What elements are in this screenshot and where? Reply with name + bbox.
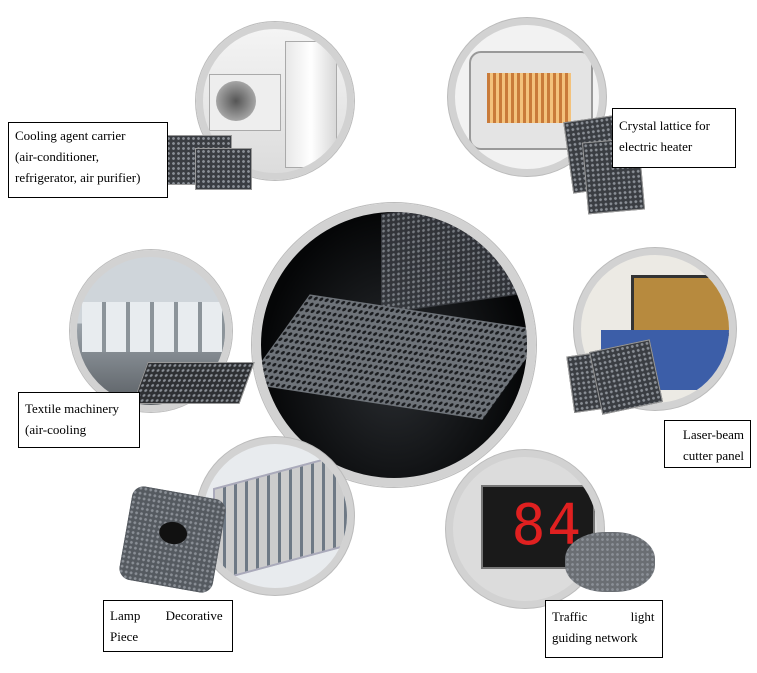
- honeycomb-front-panel: [261, 294, 527, 420]
- label-line: Laser-beam: [682, 427, 744, 442]
- lamp-hole: [157, 519, 189, 547]
- label-line: Crystal lattice for: [619, 118, 710, 133]
- textile-machines: [82, 302, 225, 352]
- outdoor-unit: [209, 74, 281, 131]
- center-honeycomb-image: [252, 203, 536, 487]
- label-line: Piece: [110, 629, 139, 644]
- label-line: cutter panel: [683, 448, 744, 463]
- traffic-display: 84: [481, 485, 595, 569]
- lamp-decorative-piece-sample: [117, 484, 228, 595]
- cooling-panel-sample: [195, 148, 252, 190]
- label-cooling-agent-carrier: Cooling agent carrier (air-conditioner, …: [8, 122, 168, 198]
- label-line: (air-conditioner,: [15, 149, 100, 164]
- label-line: Lamp Decorative: [110, 608, 223, 623]
- laser-lid: [631, 275, 729, 336]
- traffic-guide-sample: [565, 532, 655, 592]
- label-lamp-decorative-piece: Lamp Decorative Piece: [103, 600, 233, 652]
- indoor-unit: [285, 41, 337, 168]
- label-line: electric heater: [619, 139, 693, 154]
- label-line: refrigerator, air purifier): [15, 170, 141, 185]
- label-line: Cooling agent carrier: [15, 128, 126, 143]
- heater-grille: [487, 73, 571, 123]
- label-traffic-light-guiding: Traffic light guiding network: [545, 600, 663, 658]
- label-textile-machinery: Textile machinery (air-cooling: [18, 392, 140, 448]
- label-laser-beam-cutter: Laser-beam cutter panel: [664, 420, 751, 468]
- label-line: (air-cooling: [25, 422, 87, 437]
- label-line: guiding network: [552, 630, 638, 645]
- laser-panel-sample: [589, 339, 663, 415]
- label-line: Traffic light: [552, 609, 655, 624]
- textile-panel-sample: [132, 362, 255, 404]
- honeycomb-back-panel: [381, 212, 527, 314]
- label-crystal-lattice-heater: Crystal lattice for electric heater: [612, 108, 736, 168]
- label-line: Textile machinery: [25, 401, 120, 416]
- lamp-grille: [213, 449, 347, 583]
- fan-icon: [216, 81, 256, 121]
